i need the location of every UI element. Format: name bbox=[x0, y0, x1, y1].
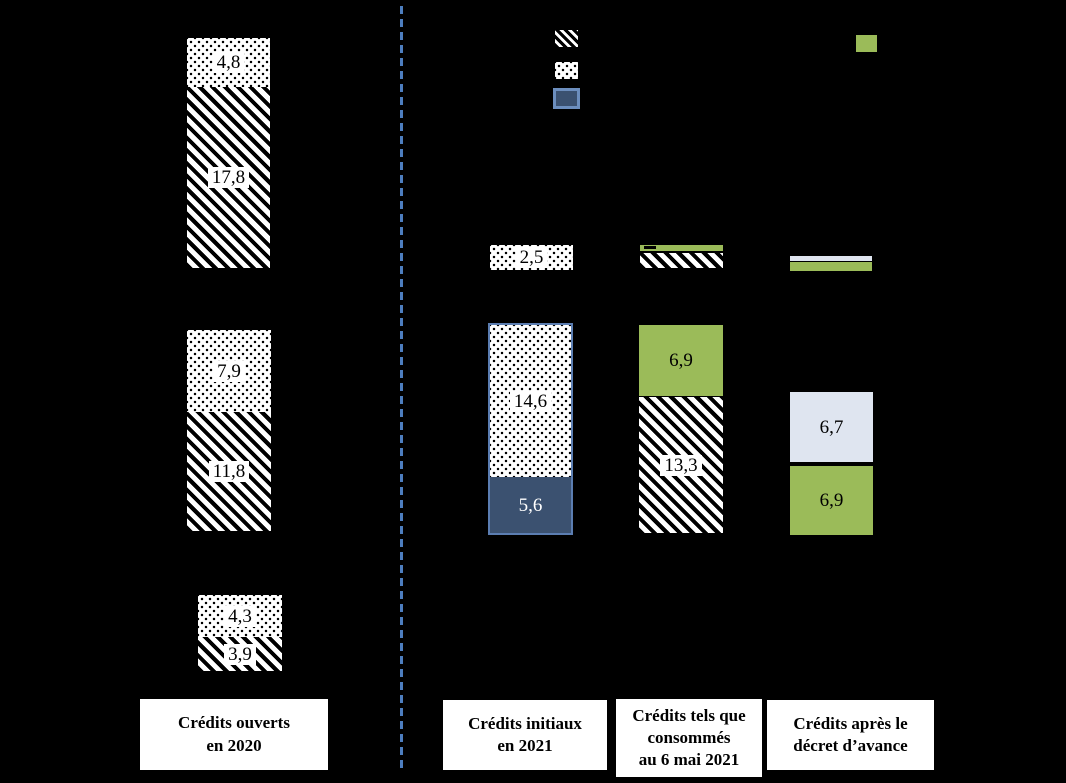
bar-segment: 4,3 bbox=[198, 595, 282, 637]
value-label: 11,8 bbox=[208, 461, 250, 482]
category-label-credits-initiaux-2021: Crédits initiaux en 2021 bbox=[443, 700, 607, 770]
bar-segment: 5,6 bbox=[490, 477, 571, 533]
value-label: 13,3 bbox=[660, 454, 702, 476]
bar-segment: 6,9 bbox=[790, 464, 873, 535]
value-label: 6,9 bbox=[819, 490, 844, 511]
value-label: 14,6 bbox=[509, 390, 552, 412]
legend-swatch-green-icon bbox=[856, 35, 877, 52]
bar-segment: 2,5 bbox=[490, 245, 573, 270]
category-label-credits-ouverts-2020: Crédits ouverts en 2020 bbox=[140, 699, 328, 770]
bar-segment: 4,8 bbox=[187, 38, 270, 87]
legend-swatch-dotted-icon bbox=[555, 62, 578, 79]
bar-segment: 7,9 bbox=[187, 330, 271, 412]
bar-segment: 6,9 bbox=[639, 325, 723, 396]
bar-segment: 11,8 bbox=[187, 412, 271, 531]
section-divider-dashed-line bbox=[400, 6, 403, 770]
bar-segment: 17,8 bbox=[187, 87, 270, 268]
value-label: 2,5 bbox=[515, 247, 548, 268]
bar-segment bbox=[790, 262, 872, 271]
bar-segment: 3,9 bbox=[198, 637, 282, 671]
legend-swatch-hatched-icon bbox=[555, 30, 578, 47]
value-label: 4,3 bbox=[224, 605, 256, 627]
value-label: 4,8 bbox=[212, 52, 245, 73]
small-mark bbox=[644, 246, 656, 249]
value-label: 6,7 bbox=[819, 416, 844, 438]
bar-credits-initiaux: 14,6 5,6 bbox=[488, 323, 573, 535]
category-label-credits-apres-decret: Crédits après le décret d’avance bbox=[767, 700, 934, 770]
value-label: 6,9 bbox=[669, 350, 693, 371]
value-label: 17,8 bbox=[207, 167, 250, 188]
bar-segment: 13,3 bbox=[639, 397, 723, 533]
bar-segment bbox=[640, 253, 723, 268]
value-label: 7,9 bbox=[213, 360, 245, 382]
category-label-credits-consommes: Crédits tels que consommés au 6 mai 2021 bbox=[616, 699, 762, 777]
legend-swatch-navy-icon bbox=[553, 88, 580, 109]
bar-segment bbox=[640, 245, 723, 251]
value-label: 5,6 bbox=[518, 494, 543, 516]
value-label: 3,9 bbox=[224, 643, 256, 665]
bar-segment: 6,7 bbox=[790, 392, 873, 462]
bar-segment: 14,6 bbox=[490, 325, 571, 477]
bar-segment bbox=[790, 256, 872, 261]
